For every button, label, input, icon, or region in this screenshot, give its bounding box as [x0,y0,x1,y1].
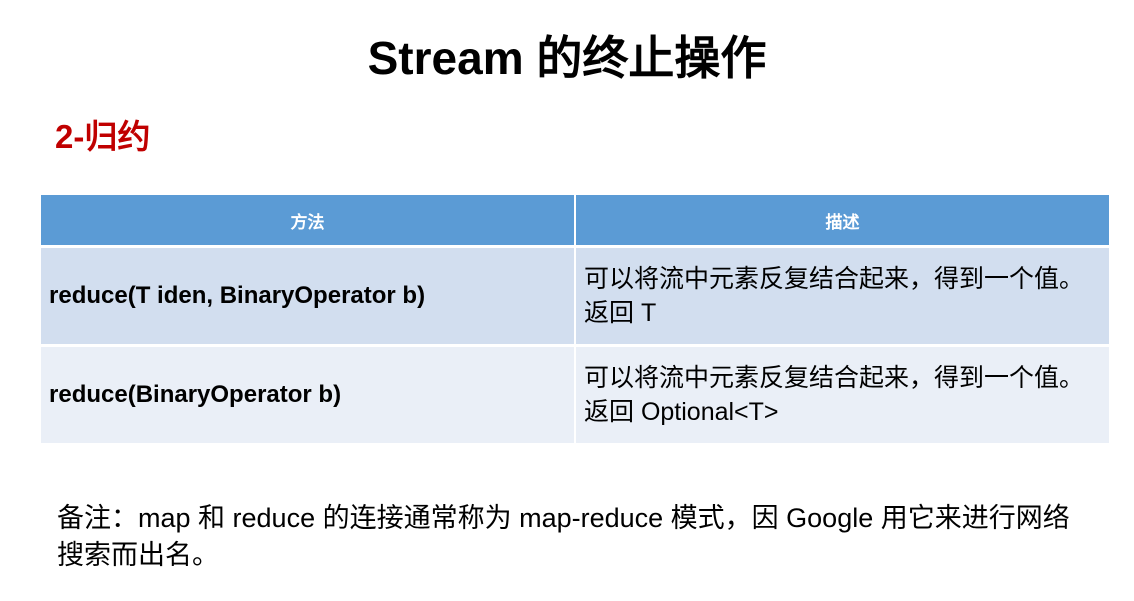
section-heading: 2-归约 [55,118,151,155]
description-cell: 可以将流中元素反复结合起来，得到一个值。返回 T [575,246,1109,347]
table-header-row: 方法 描述 [41,195,1109,248]
table-row: reduce(T iden, BinaryOperator b) 可以将流中元素… [41,246,1109,347]
slide-title: Stream 的终止操作 [367,32,767,84]
description-cell: 可以将流中元素反复结合起来，得到一个值。返回 Optional<T> [575,345,1109,446]
note-text: 备注：map 和 reduce 的连接通常称为 map-reduce 模式，因 … [57,503,1070,570]
method-table: 方法 描述 reduce(T iden, BinaryOperator b) 可… [41,195,1109,446]
method-cell: reduce(BinaryOperator b) [41,345,576,446]
column-header-method: 方法 [41,195,576,248]
column-header-description: 描述 [575,195,1109,248]
method-cell: reduce(T iden, BinaryOperator b) [41,246,576,347]
table-row: reduce(BinaryOperator b) 可以将流中元素反复结合起来，得… [41,345,1109,446]
